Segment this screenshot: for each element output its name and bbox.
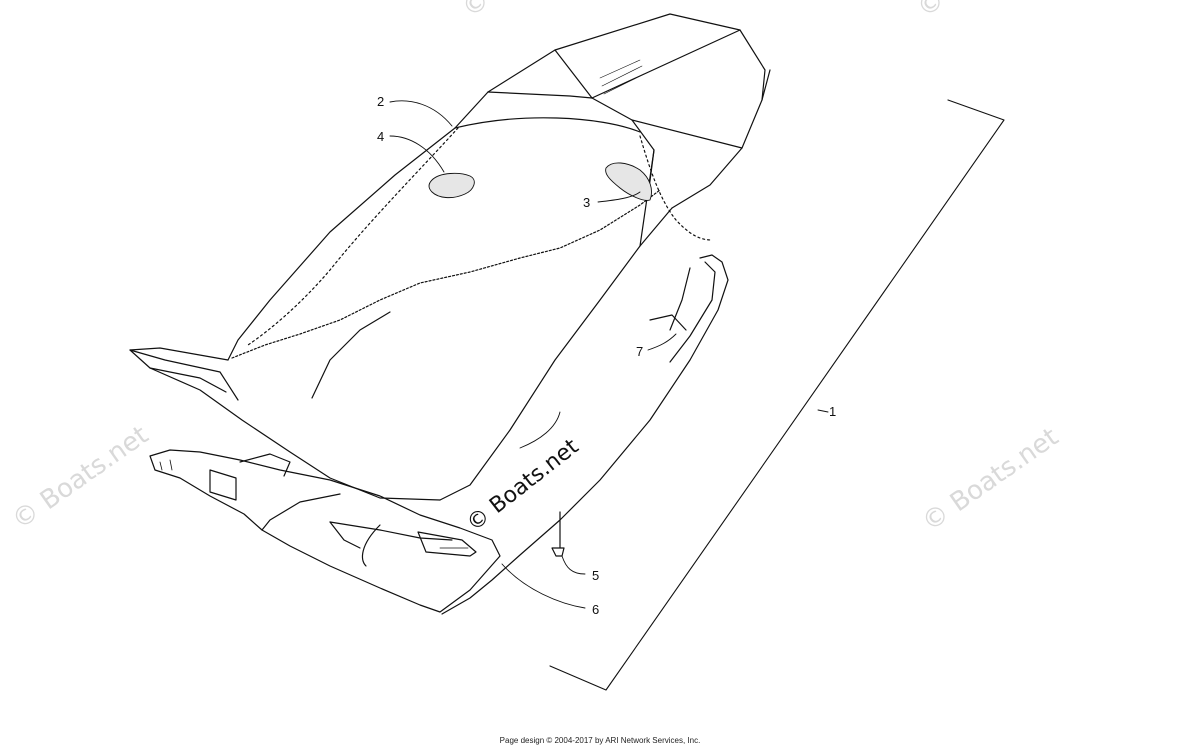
callout-7: 7 [636, 344, 643, 359]
seat-base-pan [149, 254, 729, 615]
callout-1: 1 [829, 404, 836, 419]
faint-watermark-left: © Boats.net [7, 420, 154, 536]
page-footer: Page design © 2004-2017 by ARI Network S… [499, 736, 701, 745]
callout-5: 5 [592, 568, 599, 583]
callout-labels: 1 2 3 4 5 6 7 [377, 94, 836, 617]
callout-4: 4 [377, 129, 384, 144]
assembly-bracket [549, 99, 1005, 691]
faint-watermarks: © Boats.net © Boats.net © Boats.net © Bo… [7, 0, 1064, 538]
callout-2: 2 [377, 94, 384, 109]
main-watermark: © Boats.net [462, 434, 583, 537]
patch-decal [428, 172, 475, 199]
seat-cover-outline [129, 13, 771, 501]
callout-3: 3 [583, 195, 590, 210]
callout-6: 6 [592, 602, 599, 617]
faint-watermark-top-right: © Boats.net [912, 0, 1059, 24]
grab-strap [605, 162, 652, 201]
faint-watermark-right: © Boats.net [917, 422, 1064, 538]
faint-watermark-top-mid: © Boats.net [457, 0, 604, 24]
leader-lines [389, 100, 829, 609]
